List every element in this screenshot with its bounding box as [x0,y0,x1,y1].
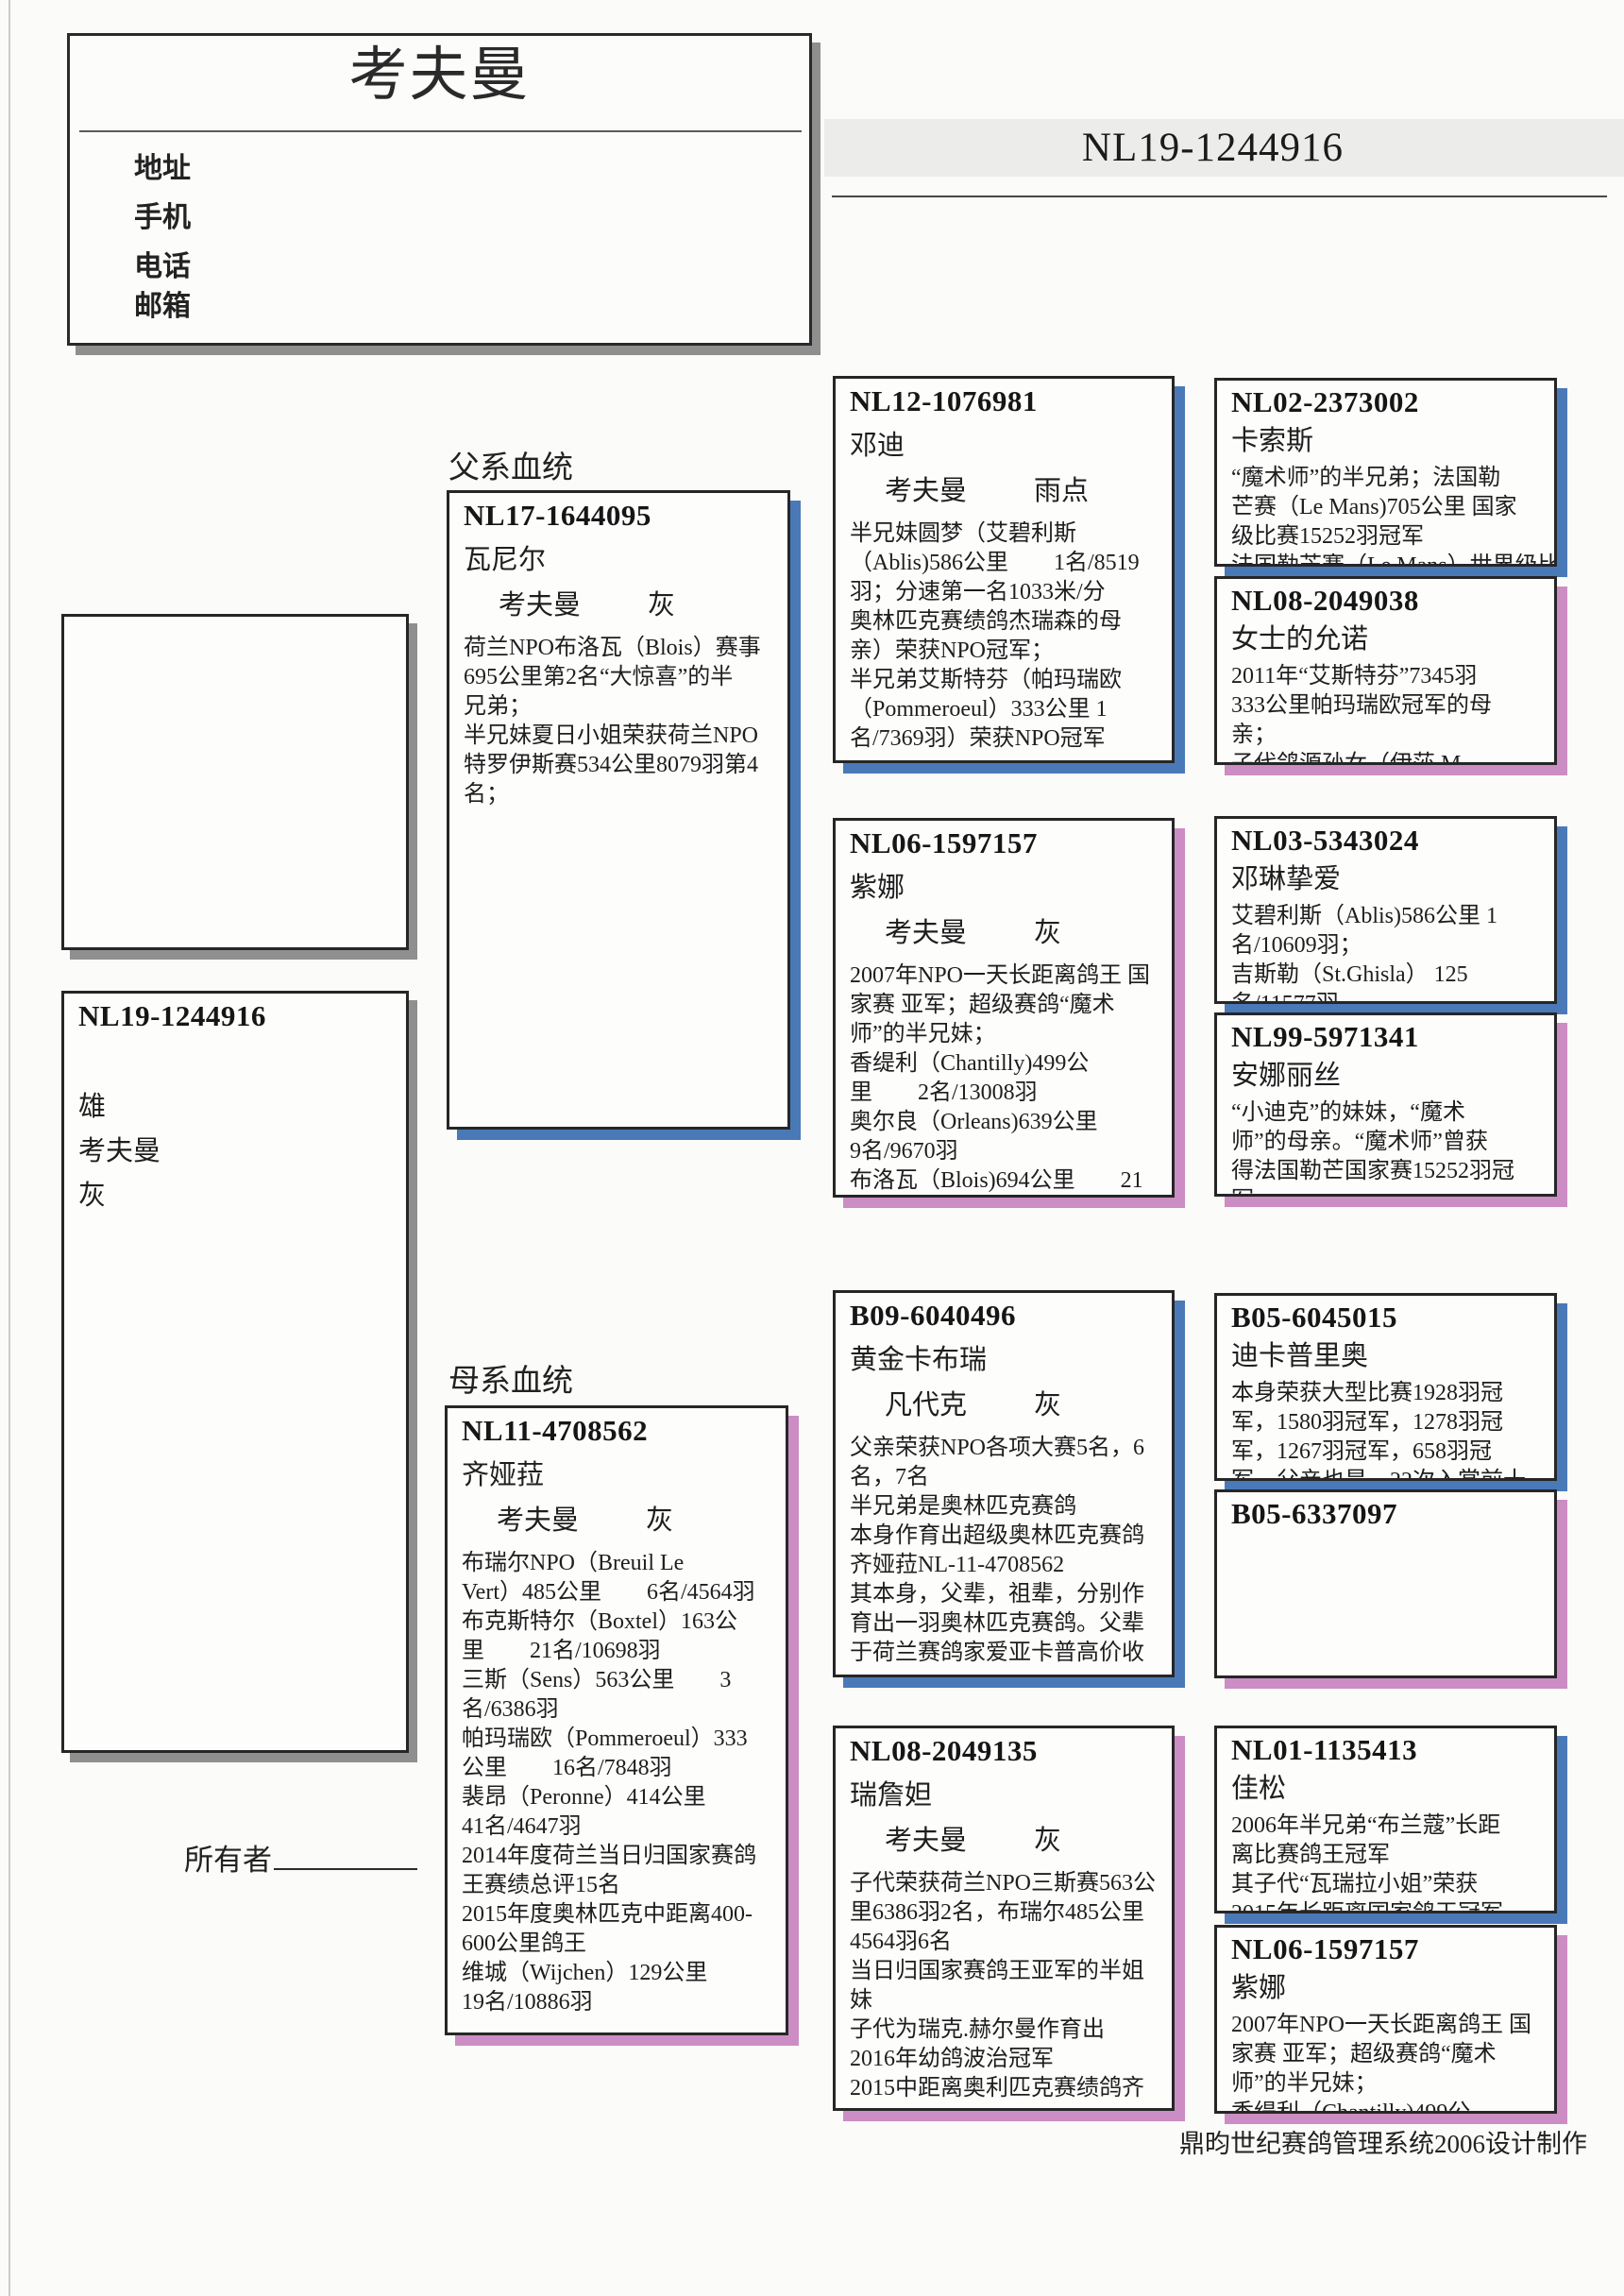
loft-contact-box: 考夫曼 地址 手机 电话 邮箱 [67,33,812,346]
strain: 考夫曼 [885,476,968,506]
pedigree-box-great-grandparent-3: NL03-5343024 邓琳挚爱 艾碧利斯（Ablis)586公里 1 名/1… [1214,816,1557,1004]
pigeon-notes: 子代荣获荷兰NPO三斯赛563公 里6386羽2名，布瑞尔485公里 4564羽… [850,1871,1157,2100]
pigeon-name: 邓琳挚爱 [1231,864,1342,894]
ring-number: NL03-5343024 [1231,824,1419,857]
pigeon-name: 瑞詹妲 [850,1780,933,1811]
ring-number-header: NL19-1244916 [1081,126,1345,170]
feather-color: 灰 [1034,1390,1062,1420]
pedigree-box-great-grandparent-4: NL99-5971341 安娜丽丝 “小迪克”的妹妹，“魔术 师”的母亲。“魔术… [1214,1012,1557,1197]
strain-row: 凡代克 灰 [836,1389,1172,1421]
photo-placeholder-box [61,614,409,950]
contact-divider-line [79,130,802,132]
ring-number: B09-6040496 [850,1299,1016,1332]
ring-number: NL01-1135413 [1231,1733,1418,1766]
ring-number: NL19-1244916 [78,999,266,1032]
ring-number: NL06-1597157 [1231,1932,1419,1965]
contact-field-phone: 电话 [134,251,191,282]
pigeon-notes: 2007年NPO一天长距离鸽王 国 家赛 亚军；超级赛鸽“魔术 师”的半兄妹； … [1231,2013,1532,2114]
pedigree-box-paternal-grandmother: NL06-1597157 紫娜 考夫曼 灰 2007年NPO一天长距离鸽王 国 … [833,818,1175,1198]
strain: 考夫曼 [499,590,582,621]
pigeon-name: 迪卡普里奥 [1231,1341,1369,1371]
contact-field-mobile: 手机 [134,202,191,233]
pedigree-box-subject: NL19-1244916 雄 考夫曼 灰 [61,991,409,1753]
pigeon-notes: 荷兰NPO布洛瓦（Blois）赛事 695公里第2名“大惊喜”的半 兄弟； 半兄… [464,636,761,807]
header-rule-line [832,196,1607,197]
pedigree-box-father: NL17-1644095 瓦尼尔 考夫曼 灰 荷兰NPO布洛瓦（Blois）赛事… [447,490,790,1130]
pigeon-notes: 半兄妹圆梦（艾碧利斯 （Ablis)586公里 1名/8519 羽；分速第一名1… [850,521,1140,751]
strain: 考夫曼 [885,1826,968,1856]
owner-line: 所有者 [184,1842,417,1878]
paternal-bloodline-label: 父系血统 [448,451,573,485]
pigeon-notes: “小迪克”的妹妹，“魔术 师”的母亲。“魔术师”曾获 得法国勒芒国家赛15252… [1231,1100,1514,1194]
contact-field-email: 邮箱 [134,291,191,322]
ring-number: B05-6337097 [1231,1497,1397,1530]
pedigree-box-paternal-grandfather: NL12-1076981 邓迪 考夫曼 雨点 半兄妹圆梦（艾碧利斯 （Ablis… [833,376,1175,763]
ring-number: NL11-4708562 [462,1414,649,1447]
contact-field-address: 地址 [134,153,191,184]
strain-row: 考夫曼 雨点 [836,475,1172,507]
pedigree-box-great-grandparent-5: B05-6045015 迪卡普里奥 本身荣获大型比赛1928羽冠 军，1580羽… [1214,1293,1557,1481]
strain: 考夫曼 [885,918,968,948]
pigeon-notes: 2011年“艾斯特芬”7345羽 333公里帕玛瑞欧冠军的母 亲； 子代鸽源孙女… [1231,664,1492,765]
ring-number: B05-6045015 [1231,1301,1397,1334]
pigeon-notes: 父亲荣获NPO各项大赛5名，6 名，7名 半兄弟是奥林匹克赛鸽 本身作育出超级奥… [850,1436,1145,1665]
pedigree-box-great-grandparent-2: NL08-2049038 女士的允诺 2011年“艾斯特芬”7345羽 333公… [1214,576,1557,765]
ring-number: NL99-5971341 [1231,1020,1419,1053]
pigeon-notes: 本身荣获大型比赛1928羽冠 军，1580羽冠军，1278羽冠 军，1267羽冠… [1231,1381,1526,1481]
maternal-bloodline-label: 母系血统 [448,1365,573,1399]
pedigree-box-great-grandparent-8: NL06-1597157 紫娜 2007年NPO一天长距离鸽王 国 家赛 亚军；… [1214,1925,1557,2114]
pigeon-name: 佳松 [1231,1774,1287,1804]
owner-blank-line [274,1842,417,1870]
feather-color: 灰 [1034,918,1062,948]
ring-number: NL06-1597157 [850,826,1038,859]
subject-strain: 考夫曼 [78,1136,161,1166]
strain-row: 考夫曼 灰 [448,1505,786,1537]
pigeon-name: 黄金卡布瑞 [850,1345,988,1375]
feather-color: 灰 [646,1505,674,1536]
pedigree-box-great-grandparent-6: B05-6337097 [1214,1489,1557,1678]
pigeon-notes: 2007年NPO一天长距离鸽王 国 家赛 亚军；超级赛鸽“魔术 师”的半兄妹； … [850,963,1151,1193]
pigeon-name: 紫娜 [1231,1973,1287,2003]
pigeon-name: 瓦尼尔 [464,545,547,575]
feather-color: 灰 [1034,1826,1062,1856]
ring-number: NL08-2049038 [1231,584,1419,617]
subject-sex: 雄 [78,1092,107,1122]
pigeon-name: 女士的允诺 [1231,624,1369,655]
pigeon-name: 邓迪 [850,431,905,461]
loft-name-title: 考夫曼 [348,43,531,108]
ring-number: NL17-1644095 [464,499,651,532]
pedigree-box-great-grandparent-1: NL02-2373002 卡索斯 “魔术师”的半兄弟；法国勒 芒赛（Le Man… [1214,378,1557,567]
pigeon-name: 齐娅菈 [462,1460,545,1490]
footer-credit: 鼎昀世纪赛鸽管理系统2006设计制作 [1179,2130,1587,2158]
pedigree-box-maternal-grandfather: B09-6040496 黄金卡布瑞 凡代克 灰 父亲荣获NPO各项大赛5名，6 … [833,1290,1175,1677]
strain-row: 考夫曼 灰 [836,917,1172,949]
pigeon-notes: 2006年半兄弟“布兰蔻”长距 离比赛鸽王冠军 其子代“瓦瑞拉小姐”荣获 201… [1231,1813,1503,1913]
pedigree-box-great-grandparent-7: NL01-1135413 佳松 2006年半兄弟“布兰蔻”长距 离比赛鸽王冠军 … [1214,1726,1557,1913]
strain-row: 考夫曼 灰 [449,589,787,621]
strain: 凡代克 [885,1390,968,1420]
pigeon-name: 安娜丽丝 [1231,1061,1342,1091]
feather-color: 雨点 [1034,476,1090,506]
pigeon-name: 紫娜 [850,873,905,903]
scan-edge-line [8,0,10,2296]
strain: 考夫曼 [497,1505,580,1536]
ring-number: NL02-2373002 [1231,385,1419,418]
ring-number-band: NL19-1244916 [824,119,1624,177]
ring-number: NL12-1076981 [850,384,1038,417]
ring-number: NL08-2049135 [850,1734,1038,1767]
owner-label: 所有者 [184,1844,272,1877]
pigeon-notes: “魔术师”的半兄弟；法国勒 芒赛（Le Mans)705公里 国家 级比赛152… [1231,466,1557,567]
strain-row: 考夫曼 灰 [836,1825,1172,1857]
pigeon-notes: 艾碧利斯（Ablis)586公里 1 名/10609羽； 吉斯勒（St.Ghis… [1231,904,1497,1004]
pigeon-name: 卡索斯 [1231,426,1314,456]
pedigree-box-maternal-grandmother: NL08-2049135 瑞詹妲 考夫曼 灰 子代荣获荷兰NPO三斯赛563公 … [833,1726,1175,2111]
subject-color: 灰 [78,1181,107,1211]
pedigree-box-mother: NL11-4708562 齐娅菈 考夫曼 灰 布瑞尔NPO（Breuil Le … [445,1405,788,2035]
feather-color: 灰 [648,590,676,621]
pigeon-notes: 布瑞尔NPO（Breuil Le Vert）485公里 6名/4564羽 布克斯… [462,1551,756,2015]
